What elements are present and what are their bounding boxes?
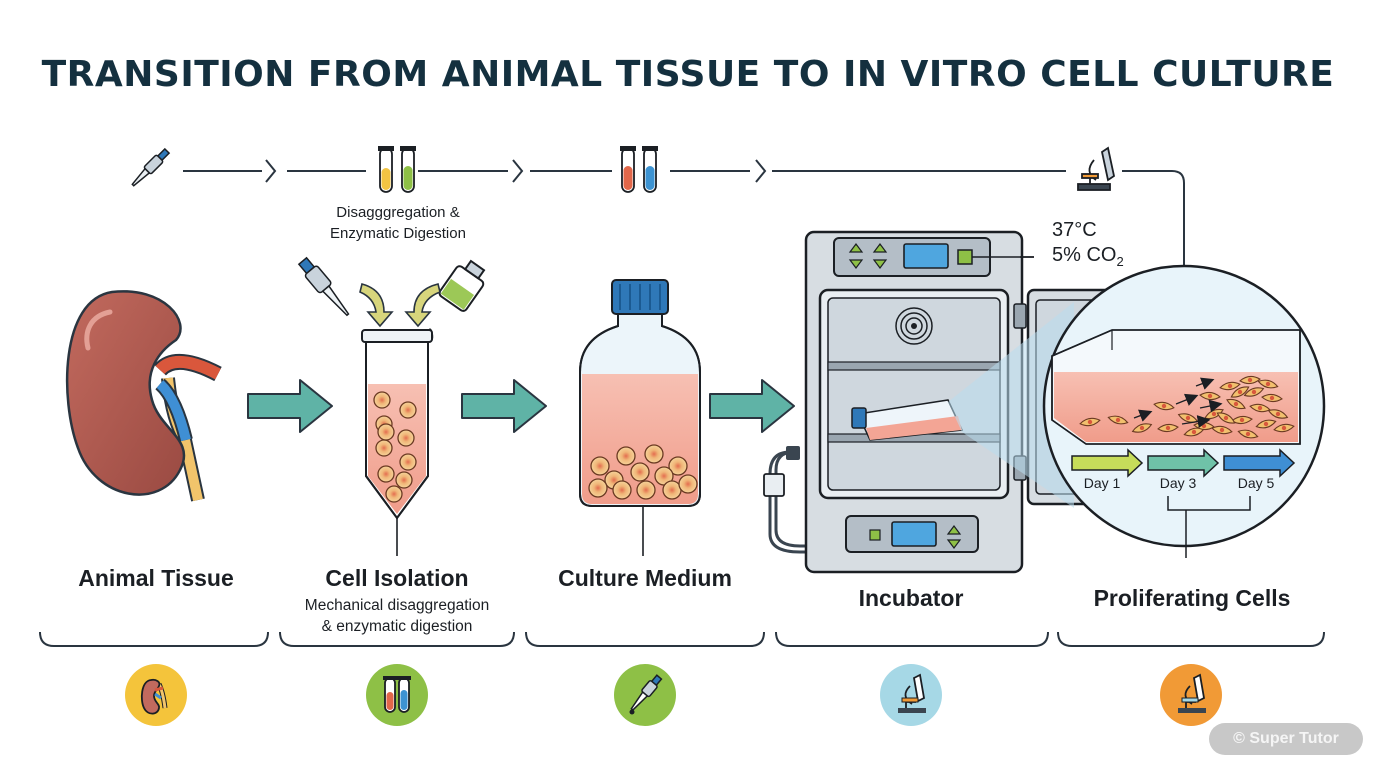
stage-sub-cell-isolation: Mechanical disaggregation & enzymatic di… <box>278 595 516 637</box>
cell-nucleus <box>1275 411 1281 417</box>
co2-subscript: 2 <box>1116 254 1124 269</box>
cell-nucleus <box>1087 419 1093 425</box>
medium-cells <box>588 444 698 500</box>
microscope-icon <box>1178 673 1206 713</box>
digestion-note: Disagggregation & Enzymatic Digestion <box>300 202 496 244</box>
stage-sub-line1: Mechanical disaggregation <box>304 597 490 614</box>
watermark: © Super Tutor <box>1209 723 1363 755</box>
cell <box>373 391 391 409</box>
cell <box>630 462 650 482</box>
cell <box>375 439 393 457</box>
enzyme-vial <box>438 259 486 312</box>
cell-nucleus <box>1207 393 1213 399</box>
day-label: Day 1 <box>1083 475 1121 491</box>
centrifuge-tube <box>361 329 433 556</box>
cell <box>678 474 698 494</box>
cell-nucleus <box>1281 425 1287 431</box>
stage-brackets <box>39 631 1325 647</box>
cell-nucleus <box>1265 381 1271 387</box>
cell-nucleus <box>1247 377 1253 383</box>
reagent-arrows <box>359 283 441 328</box>
cell-nucleus <box>1269 395 1275 401</box>
digestion-pipette <box>297 256 350 317</box>
proliferating-cells <box>1079 375 1295 439</box>
cell <box>612 480 632 500</box>
kidney-icon <box>140 678 168 715</box>
cell-nucleus <box>1201 423 1207 429</box>
zoom-view <box>1042 264 1326 548</box>
cell-nucleus <box>1233 401 1239 407</box>
cell <box>636 480 656 500</box>
test-tubes-icon <box>383 676 411 713</box>
cell-nucleus <box>1223 415 1229 421</box>
microscope-icon <box>898 673 926 713</box>
badge-culture-medium <box>614 664 676 726</box>
cell <box>644 444 664 464</box>
test-tubes-icon <box>378 146 416 193</box>
cell-nucleus <box>1245 431 1251 437</box>
cell <box>590 456 610 476</box>
badge-proliferating-cells <box>1160 664 1222 726</box>
pipette-icon <box>131 147 171 187</box>
cell-nucleus <box>1219 427 1225 433</box>
day-label: Day 3 <box>1159 475 1197 491</box>
cell-nucleus <box>1139 425 1145 431</box>
cell <box>397 429 415 447</box>
stage-label-animal-tissue: Animal Tissue <box>78 565 234 591</box>
cell <box>616 446 636 466</box>
top-flow-line <box>183 159 1185 266</box>
cell-nucleus <box>1237 389 1243 395</box>
microscope-icon <box>1077 146 1116 191</box>
culture-bottle <box>579 279 701 556</box>
isolated-cells <box>373 391 417 503</box>
cell-nucleus <box>1251 389 1257 395</box>
stage-label-cell-isolation: Cell Isolation <box>325 565 469 591</box>
cell <box>377 465 395 483</box>
cell <box>399 401 417 419</box>
stage-sub-line2: & enzymatic digestion <box>321 618 473 635</box>
cell-nucleus <box>1257 405 1263 411</box>
badge-animal-tissue <box>125 664 187 726</box>
digestion-note-line2: Enzymatic Digestion <box>330 225 466 242</box>
cell-nucleus <box>1239 417 1245 423</box>
flow-arrows <box>247 379 795 433</box>
cell-nucleus <box>1115 417 1121 423</box>
badge-cell-isolation <box>366 664 428 726</box>
cell-nucleus <box>1161 403 1167 409</box>
pipette-icon <box>629 674 663 715</box>
stage-label-culture-medium: Culture Medium <box>558 565 732 591</box>
badge-incubator <box>880 664 942 726</box>
day-arrows <box>1071 448 1296 558</box>
kidney-illustration <box>65 290 222 502</box>
cell-nucleus <box>1211 411 1217 417</box>
page-title: TRANSITION FROM ANIMAL TISSUE TO IN VITR… <box>41 54 1335 95</box>
stage-label-incubator: Incubator <box>858 585 964 611</box>
growth-arrows <box>1133 377 1223 429</box>
day-label: Day 5 <box>1237 475 1275 491</box>
cell <box>668 456 688 476</box>
co2-value: 5% CO2 <box>1052 243 1124 274</box>
temperature-value: 37°C <box>1052 219 1097 241</box>
cell-nucleus <box>1185 415 1191 421</box>
cell-nucleus <box>1263 421 1269 427</box>
cell-nucleus <box>1227 383 1233 389</box>
cell-nucleus <box>1165 425 1171 431</box>
stage-label-proliferating-cells: Proliferating Cells <box>1093 585 1291 611</box>
cell <box>395 471 413 489</box>
cell <box>385 485 403 503</box>
cell-nucleus <box>1191 429 1197 435</box>
cell <box>377 423 395 441</box>
digestion-note-line1: Disagggregation & <box>336 204 460 221</box>
co2-prefix: 5% CO <box>1052 244 1117 266</box>
cell <box>662 480 682 500</box>
cell <box>399 453 417 471</box>
test-tubes-icon <box>620 146 658 193</box>
incubator-conditions: 37°C 5% CO2 <box>1052 218 1124 274</box>
cell <box>588 478 608 498</box>
